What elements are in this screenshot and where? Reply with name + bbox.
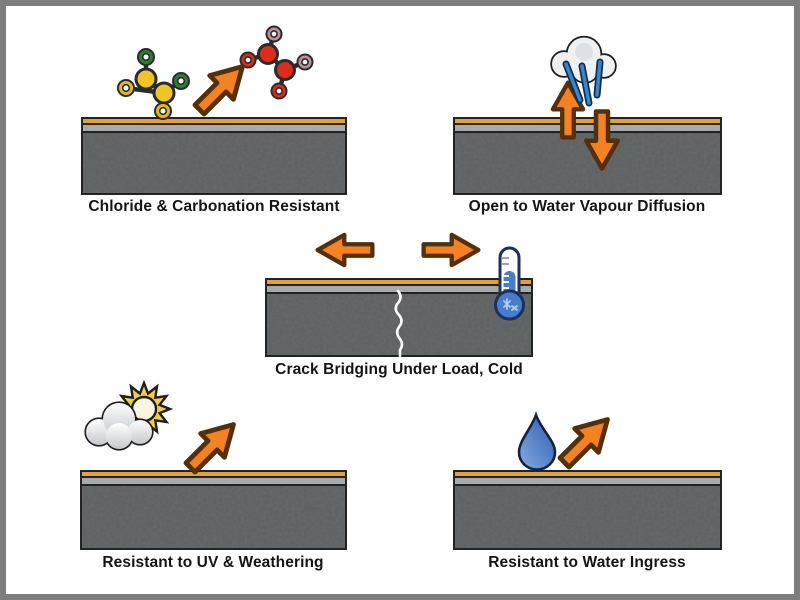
concrete-layer: [455, 133, 720, 193]
sun-cloud-icon: [84, 379, 174, 451]
coated-slab-vapour: [453, 117, 722, 195]
coated-slab-uv: [80, 470, 347, 550]
caption-chloride: Chloride & Carbonation Resistant: [88, 198, 340, 215]
coated-slab-water: [453, 470, 722, 550]
coating-top-layer: [82, 472, 345, 478]
sun-rays: [114, 379, 174, 439]
vapour-lines: [562, 58, 604, 107]
levelling-layer: [455, 125, 720, 133]
levelling-layer: [82, 478, 345, 486]
levelling-layer: [83, 125, 345, 133]
concrete-layer: [82, 486, 345, 548]
concrete-layer: [83, 133, 345, 193]
concrete-layer: [455, 486, 720, 548]
vapour-cloud-icon: [550, 35, 617, 107]
sun-disc: [130, 395, 158, 423]
coated-slab-crack: [265, 278, 533, 357]
coated-slab-chloride: [81, 117, 347, 195]
caption-vapour: Open to Water Vapour Diffusion: [468, 198, 706, 215]
molecule-red-icon: [239, 25, 314, 100]
levelling-layer: [267, 286, 531, 294]
concrete-layer: [267, 294, 531, 355]
caption-crack: Crack Bridging Under Load, Cold: [275, 361, 523, 378]
water-drop-icon: [517, 411, 557, 471]
arrow-up-right-icon: [557, 417, 610, 470]
coating-top-layer: [83, 119, 345, 125]
levelling-layer: [455, 478, 720, 486]
arrow-left-icon: [315, 232, 375, 268]
arrow-up-right-icon: [192, 64, 245, 117]
arrow-right-icon: [421, 232, 481, 268]
caption-water: Resistant to Water Ingress: [488, 554, 686, 571]
coating-top-layer: [267, 280, 531, 286]
coating-top-layer: [455, 472, 720, 478]
molecule-yellow-icon: [117, 48, 190, 120]
caption-uv: Resistant to UV & Weathering: [102, 554, 324, 571]
